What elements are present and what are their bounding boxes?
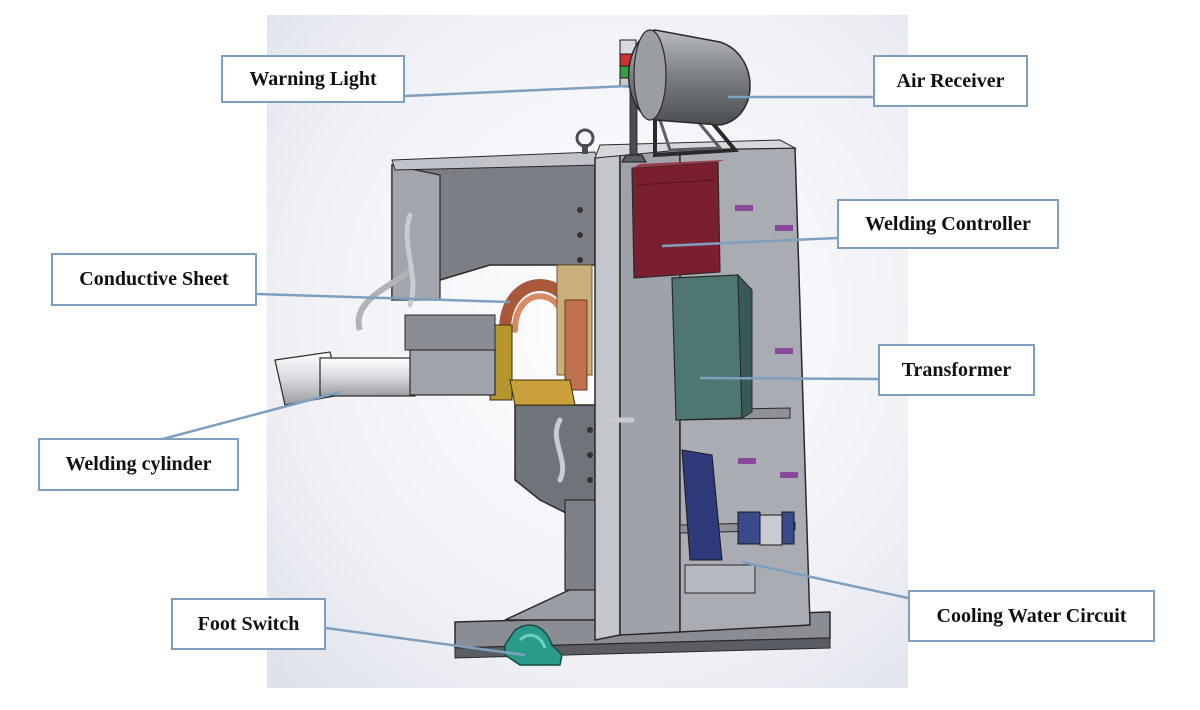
label-welding-controller: Welding Controller bbox=[837, 199, 1059, 249]
label-welding-cylinder: Welding cylinder bbox=[38, 438, 239, 491]
label-foot-switch: Foot Switch bbox=[171, 598, 326, 650]
label-transformer: Transformer bbox=[878, 344, 1035, 396]
welding-cylinder-component bbox=[274, 267, 496, 406]
lower-arm bbox=[504, 404, 601, 621]
welding-controller-component bbox=[631, 160, 724, 279]
label-cooling-water-circuit: Cooling Water Circuit bbox=[908, 590, 1155, 642]
leader-welding-controller bbox=[661, 236, 838, 248]
leader-transformer bbox=[699, 376, 879, 381]
lifting-eye-bolt bbox=[575, 128, 595, 154]
leader-cooling-water-circuit bbox=[741, 560, 909, 600]
air-receiver-component bbox=[628, 29, 751, 158]
pneumatic-lines bbox=[404, 212, 635, 483]
leader-lines bbox=[154, 84, 909, 657]
label-air-receiver: Air Receiver bbox=[873, 55, 1028, 107]
upper-arm bbox=[391, 151, 601, 302]
label-conductive-sheet: Conductive Sheet bbox=[51, 253, 257, 306]
cooling-water-circuit-component bbox=[681, 449, 795, 594]
leader-conductive-sheet bbox=[256, 292, 511, 304]
leader-warning-light bbox=[404, 84, 629, 98]
leader-foot-switch bbox=[325, 626, 526, 657]
leader-welding-cylinder bbox=[154, 390, 341, 443]
conductive-sheet-component bbox=[499, 264, 593, 391]
label-warning-light: Warning Light bbox=[221, 55, 405, 103]
transformer-component bbox=[671, 273, 753, 421]
